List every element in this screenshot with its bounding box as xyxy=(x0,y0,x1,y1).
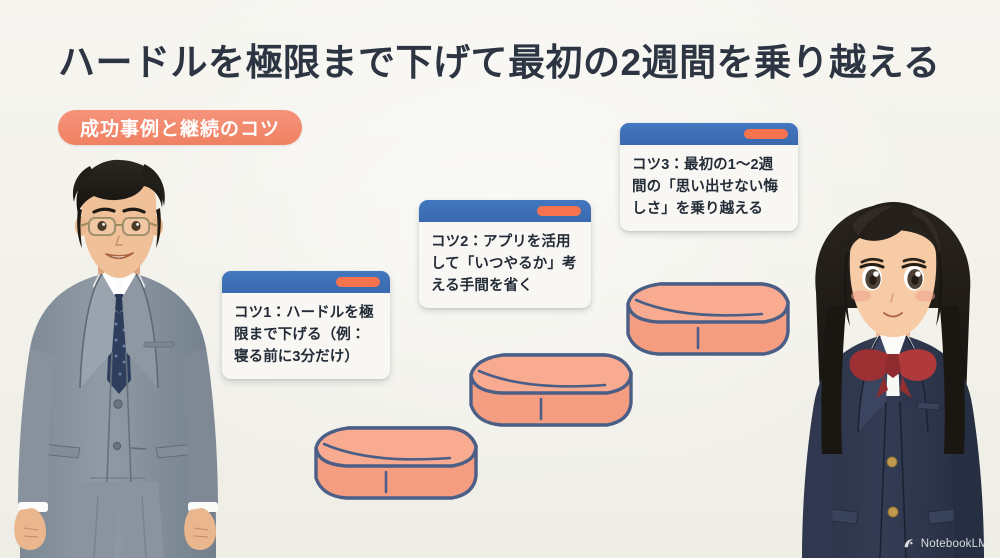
step-block-3 xyxy=(612,274,802,382)
tip-card-2-accent-pill xyxy=(537,206,581,216)
tip-card-2-text: コツ2：アプリを活用して「いつやるか」考える手間を省く xyxy=(431,234,577,295)
page-title: ハードルを極限まで下げて最初の2週間を乗り越える xyxy=(58,42,941,83)
subtitle-badge: 成功事例と継続のコツ xyxy=(58,110,303,145)
tip-card-1-text: コツ1：ハードルを極限まで下げる（例：寝る前に3分だけ） xyxy=(234,305,374,366)
tip-card-3-text: コツ3：最初の1〜2週間の「思い出せない悔しさ」を乗り越える xyxy=(632,157,778,218)
step-block-3-shape xyxy=(626,282,790,356)
notebooklm-watermark: NotebookLM xyxy=(903,537,988,550)
tip-card-3-header xyxy=(620,123,798,145)
step-block-2 xyxy=(455,345,645,453)
character-schoolgirl xyxy=(788,196,1000,558)
tip-card-1-accent-pill xyxy=(336,277,380,287)
tip-card-2-header xyxy=(419,200,591,222)
tip-card-3-accent-pill xyxy=(744,129,788,139)
schoolgirl-illustration xyxy=(802,202,984,558)
step-block-2-shape xyxy=(469,353,633,427)
tip-card-2[interactable]: コツ2：アプリを活用して「いつやるか」考える手間を省く xyxy=(419,200,591,309)
step-block-1-shape xyxy=(314,426,478,500)
notebooklm-label: NotebookLM xyxy=(920,537,988,550)
businessman-illustration xyxy=(14,159,218,558)
tip-card-1[interactable]: コツ1：ハードルを極限まで下げる（例：寝る前に3分だけ） xyxy=(222,271,390,380)
step-block-1 xyxy=(300,418,490,526)
tip-card-3[interactable]: コツ3：最初の1〜2週間の「思い出せない悔しさ」を乗り越える xyxy=(620,123,798,232)
notebooklm-icon xyxy=(904,539,914,548)
tip-card-1-header xyxy=(222,271,390,293)
character-businessman xyxy=(0,156,244,558)
